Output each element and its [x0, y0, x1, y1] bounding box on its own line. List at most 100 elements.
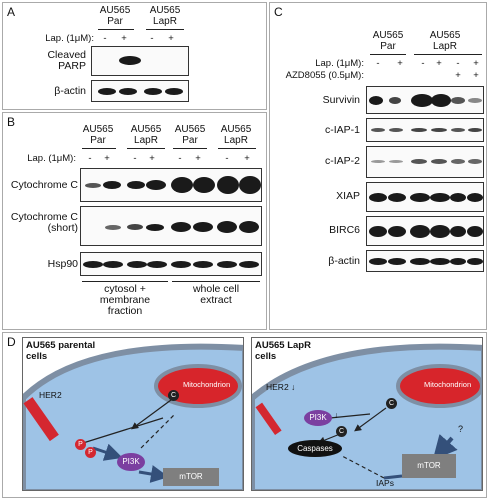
band [467, 258, 483, 265]
band [411, 159, 427, 164]
panel-b-sign-6: + [195, 153, 201, 164]
panel-c-row-survivin: Survivin [322, 94, 360, 106]
band [410, 193, 430, 202]
panel-c-lap-sign-5: - [456, 58, 460, 69]
band [239, 176, 261, 194]
cytc-bead-left-text: C [170, 392, 177, 399]
panel-b-group-1: AU565 Par [82, 124, 114, 146]
panel-b-sign-3: - [133, 153, 137, 164]
panel-c-row-xiap: XIAP [336, 190, 360, 202]
panel-b-group-3: AU565 Par [174, 124, 206, 146]
panel-b-blot-cytc [80, 168, 262, 202]
panel-a-frame [2, 2, 267, 110]
band [127, 261, 147, 268]
panel-c-lap-sign-4: + [436, 58, 442, 69]
panel-c-frame [269, 2, 487, 330]
parental-cell-title: AU565 parental cells [26, 340, 96, 362]
band [146, 180, 166, 190]
panel-a-sign-1: - [103, 33, 107, 44]
band [389, 160, 403, 163]
mtor-node-left-text: mTOR [179, 472, 203, 481]
band [410, 258, 430, 265]
lapr-cell-title: AU565 LapR cells [255, 340, 311, 362]
panel-a-row-actin: β-actin [54, 85, 86, 97]
panel-c-row-ciap1: c-IAP-1 [324, 124, 360, 136]
panel-c-underline-lapr [414, 54, 482, 55]
panel-b-sign-4: + [149, 153, 155, 164]
panel-a-underline-lapr [146, 29, 184, 30]
pi3k-node-left: PI3K [117, 453, 145, 471]
band [389, 128, 403, 132]
band [411, 94, 433, 107]
band [369, 96, 383, 105]
band [388, 193, 406, 202]
panel-c-group-lapr: AU565 LapR [429, 30, 461, 52]
mtor-node-right: mTOR [402, 454, 456, 478]
band [411, 128, 427, 132]
panel-c-blot-xiap [366, 182, 484, 212]
panel-c-inhibitor-label: AZD8055 (0.5μM): [285, 70, 364, 81]
band [430, 193, 450, 202]
panel-c-lap-sign-6: + [473, 58, 479, 69]
caspases-node-text: Caspases [297, 444, 333, 453]
band [98, 88, 116, 95]
panel-c-group-par: AU565 Par [372, 30, 404, 52]
band [171, 261, 191, 268]
panel-c-blot-actin [366, 250, 484, 272]
band [369, 193, 387, 202]
band [217, 261, 237, 268]
her2-label-right: HER2 ↓ [266, 382, 296, 392]
lapr-cell-diagram: AU565 LapR cells HER2 ↓ PI3K ↓ C C Mitoc… [251, 337, 483, 491]
band [450, 258, 466, 265]
band [410, 225, 430, 238]
band [103, 181, 121, 189]
pi3k-node-right: PI3K [304, 410, 332, 426]
panel-c-lap-sign-2: + [397, 58, 403, 69]
panel-b-sign-5: - [178, 153, 182, 164]
panel-b-row-cytc-short: Cytochrome C (short) [10, 211, 78, 234]
panel-a-sign-4: + [168, 33, 174, 44]
band [147, 261, 167, 268]
band [127, 181, 145, 189]
panel-b-row-cytc: Cytochrome C [10, 179, 78, 191]
band [468, 128, 482, 132]
iaps-label: IAPs [376, 478, 394, 488]
mtor-node-left: mTOR [163, 468, 219, 486]
pi3k-node-right-text: PI3K [309, 413, 327, 422]
panel-a-sign-3: - [150, 33, 154, 44]
panel-a-underline-par [98, 29, 134, 30]
band [146, 224, 164, 231]
panel-b-row-hsp90: Hsp90 [47, 258, 78, 270]
band [430, 225, 450, 238]
band [389, 97, 401, 104]
panel-c-blot-birc6 [366, 216, 484, 246]
panel-a-group-lapr: AU565 LapR [149, 5, 181, 27]
phospho-p-2-text: P [88, 449, 93, 456]
band [193, 177, 215, 193]
band [468, 98, 482, 103]
cytc-bead-right-1-text: C [388, 400, 395, 407]
band [431, 94, 451, 107]
cytc-bead-right-1: C [386, 398, 397, 409]
phospho-p-1-text: P [78, 441, 83, 448]
phospho-p-1: P [75, 439, 86, 450]
mtor-node-right-text: mTOR [417, 461, 441, 470]
panel-d-frame [2, 332, 487, 498]
band [451, 97, 465, 104]
band [85, 183, 101, 188]
panel-b-underline-3 [173, 148, 207, 149]
band [468, 159, 482, 164]
band [369, 226, 387, 237]
band [388, 226, 406, 237]
panel-d-letter: D [7, 335, 16, 349]
band [371, 160, 385, 163]
band [105, 225, 121, 230]
cytc-bead-left: C [168, 390, 179, 401]
panel-c-blot-survivin [366, 86, 484, 114]
band [171, 222, 191, 232]
panel-b-blot-hsp90 [80, 252, 262, 276]
band [127, 224, 143, 230]
panel-b-group-4: AU565 LapR [220, 124, 252, 146]
band [165, 88, 183, 95]
band [119, 88, 137, 95]
